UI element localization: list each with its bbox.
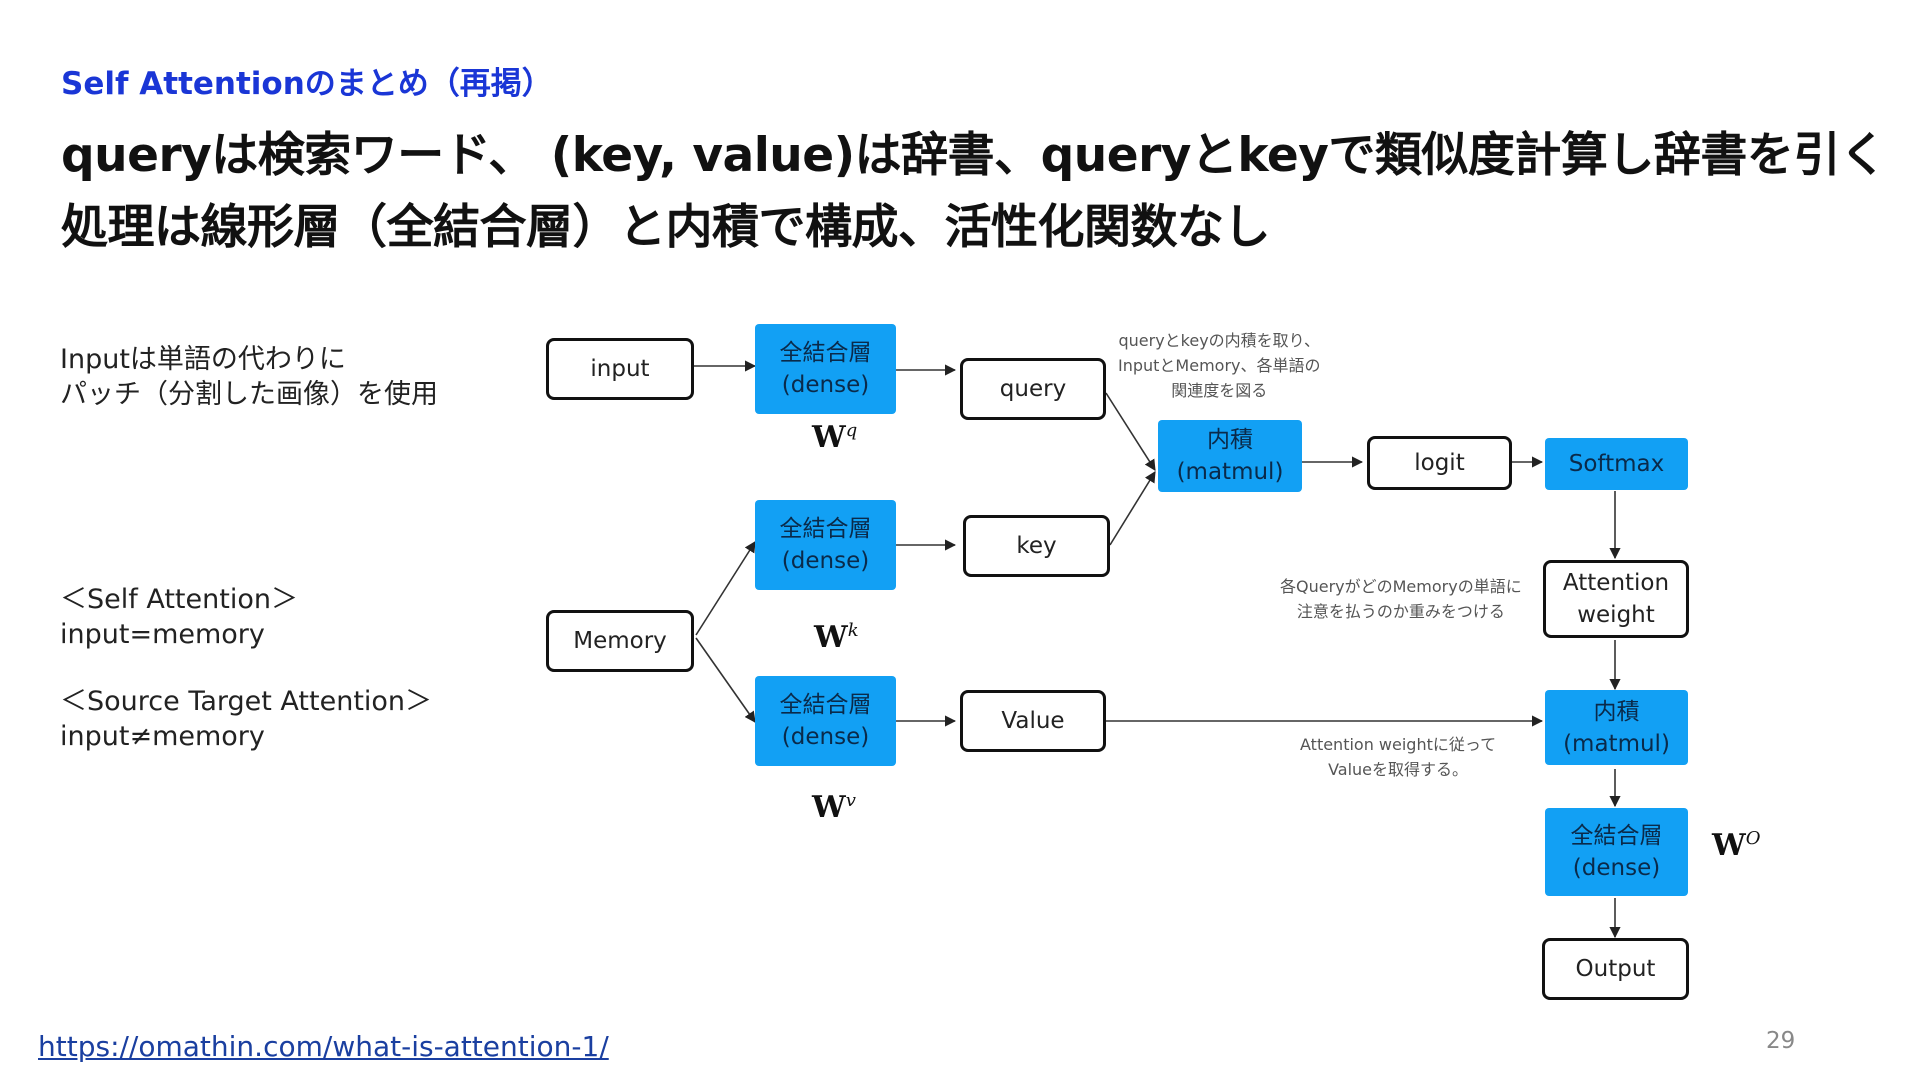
- dense-k-sub: (dense): [781, 548, 870, 574]
- logit-node: logit: [1367, 436, 1512, 490]
- matmul-1-sub: (matmul): [1176, 459, 1284, 485]
- headline-line-1: queryは検索ワード、 (key, value)は辞書、queryとkeyで類…: [61, 128, 1887, 183]
- dense-v-sub: (dense): [781, 724, 870, 750]
- input-node: input: [546, 338, 694, 400]
- weight-q-label: Wq: [812, 420, 857, 455]
- query-node: query: [960, 358, 1106, 420]
- matmul-1-label: 内積: [1207, 427, 1253, 453]
- weight-o-label: WO: [1712, 828, 1760, 863]
- input-note-line-2: パッチ（分割した画像）を使用: [60, 379, 438, 410]
- page-number: 29: [1766, 1028, 1796, 1054]
- annotation-query-key-line-2: InputとMemory、各単語の: [1118, 356, 1321, 375]
- dense-v-label: 全結合層: [779, 692, 872, 718]
- weight-k-sup: k: [847, 620, 859, 641]
- self-attention-desc: input=memory: [60, 619, 265, 650]
- slide-subtitle: Self Attentionのまとめ（再掲）: [61, 66, 553, 102]
- annotation-attention-weight-line-1: 各QueryがどのMemoryの単語に: [1280, 577, 1522, 596]
- matmul-2-sub: (matmul): [1563, 730, 1670, 757]
- headline-line-2: 処理は線形層（全結合層）と内積で構成、活性化関数なし: [61, 200, 1271, 255]
- dense-k-node: 全結合層 (dense): [755, 500, 896, 590]
- memory-node: Memory: [546, 610, 694, 672]
- source-target-desc: input≠memory: [60, 721, 265, 752]
- annotation-query-key: queryとkeyの内積を取り、 InputとMemory、各単語の 関連度を図…: [1118, 328, 1321, 403]
- dense-o-sub: (dense): [1572, 855, 1661, 881]
- weight-q-base: W: [812, 420, 846, 455]
- dense-o-node: 全結合層 (dense): [1545, 808, 1688, 896]
- annotation-query-key-line-3: 関連度を図る: [1171, 381, 1268, 400]
- input-note-line-1: Inputは単語の代わりに: [60, 344, 346, 375]
- weight-v-base: W: [812, 790, 846, 825]
- weight-v-label: Wv: [812, 790, 856, 825]
- source-target-heading: ＜Source Target Attention＞: [60, 686, 433, 717]
- annotation-query-key-line-1: queryとkeyの内積を取り、: [1118, 331, 1321, 350]
- matmul-2-label: 内積: [1593, 698, 1640, 725]
- annotation-attention-weight: 各QueryがどのMemoryの単語に 注意を払うのか重みをつける: [1280, 574, 1522, 624]
- self-attention-note: ＜Self Attention＞ input=memory: [60, 582, 298, 652]
- dense-q-label: 全結合層: [779, 340, 872, 366]
- matmul-1-node: 内積 (matmul): [1158, 420, 1302, 492]
- value-node: Value: [960, 690, 1106, 752]
- weight-k-label: Wk: [814, 620, 859, 655]
- dense-q-sub: (dense): [781, 372, 870, 398]
- weight-o-sup: O: [1745, 828, 1761, 849]
- weight-k-base: W: [814, 620, 848, 655]
- annotation-value-line-2: Valueを取得する。: [1328, 760, 1469, 779]
- attention-weight-node: Attention weight: [1543, 560, 1689, 638]
- dense-q-node: 全結合層 (dense): [755, 324, 896, 414]
- annotation-attention-weight-line-2: 注意を払うのか重みをつける: [1296, 602, 1505, 621]
- source-target-note: ＜Source Target Attention＞ input≠memory: [60, 684, 432, 754]
- weight-v-sup: v: [845, 790, 856, 811]
- dense-k-label: 全結合層: [779, 516, 872, 542]
- annotation-value: Attention weightに従って Valueを取得する。: [1300, 732, 1496, 782]
- input-note: Inputは単語の代わりに パッチ（分割した画像）を使用: [60, 342, 438, 412]
- source-link[interactable]: https://omathin.com/what-is-attention-1/: [38, 1030, 609, 1063]
- softmax-node: Softmax: [1545, 438, 1688, 490]
- weight-o-base: W: [1712, 828, 1746, 863]
- attention-weight-label-2: weight: [1577, 602, 1655, 628]
- matmul-2-node: 内積 (matmul): [1545, 690, 1688, 765]
- annotation-value-line-1: Attention weightに従って: [1300, 735, 1497, 754]
- dense-o-label: 全結合層: [1570, 823, 1663, 849]
- output-node: Output: [1542, 938, 1689, 1000]
- self-attention-heading: ＜Self Attention＞: [60, 584, 298, 615]
- attention-weight-label-1: Attention: [1562, 570, 1670, 596]
- weight-q-sup: q: [845, 420, 858, 441]
- dense-v-node: 全結合層 (dense): [755, 676, 896, 766]
- key-node: key: [963, 515, 1110, 577]
